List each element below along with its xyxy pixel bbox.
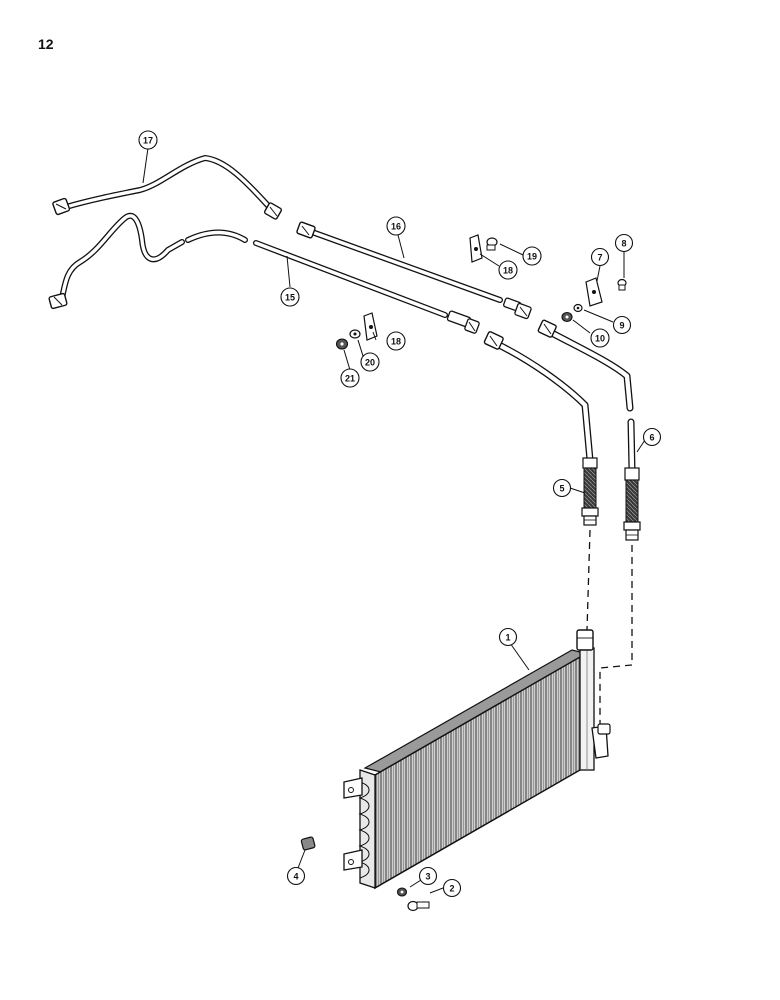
callout-15: 15 bbox=[280, 287, 300, 307]
callout-16-label: 16 bbox=[391, 222, 401, 232]
washer-3 bbox=[396, 887, 408, 897]
callout-6: 6 bbox=[642, 427, 662, 447]
hose-5-upper-nut bbox=[483, 331, 504, 350]
tube-15 bbox=[185, 229, 448, 318]
washer-20 bbox=[349, 329, 361, 339]
callout-18-upper: 18 bbox=[498, 260, 518, 280]
tube-16 bbox=[309, 229, 503, 303]
callout-15-label: 15 bbox=[285, 293, 295, 303]
callout-21: 21 bbox=[340, 368, 360, 388]
tube-17 bbox=[59, 155, 275, 301]
callout-7-label: 7 bbox=[597, 253, 602, 263]
connection-dashes bbox=[586, 529, 633, 730]
callout-8-label: 8 bbox=[621, 239, 626, 249]
clip-18-lower bbox=[363, 312, 378, 341]
clip-7 bbox=[585, 277, 603, 307]
nut-21 bbox=[335, 338, 349, 350]
hose-6 bbox=[623, 467, 641, 541]
callout-19-label: 19 bbox=[527, 252, 537, 262]
hose-6-upper-nut bbox=[537, 319, 557, 338]
callout-1-label: 1 bbox=[505, 633, 510, 643]
bolt-2 bbox=[407, 900, 430, 912]
callout-17-label: 17 bbox=[143, 136, 153, 146]
callout-4-label: 4 bbox=[293, 872, 298, 882]
callout-2: 2 bbox=[442, 878, 462, 898]
callout-2-label: 2 bbox=[449, 884, 454, 894]
callout-3-label: 3 bbox=[425, 872, 430, 882]
callout-18-upper-label: 18 bbox=[503, 266, 513, 276]
washer-9 bbox=[573, 303, 583, 313]
callout-10-label: 10 bbox=[595, 334, 605, 344]
page-number: 12 bbox=[38, 36, 54, 52]
callout-19: 19 bbox=[522, 246, 542, 266]
clip-18-upper bbox=[469, 234, 483, 263]
callout-18-lower: 18 bbox=[386, 331, 406, 351]
callout-5-label: 5 bbox=[559, 484, 564, 494]
callout-8: 8 bbox=[614, 233, 634, 253]
callout-20-label: 20 bbox=[365, 358, 375, 368]
callout-7: 7 bbox=[590, 247, 610, 267]
tube-to-hose-6 bbox=[546, 328, 636, 474]
tube-15-fitting bbox=[446, 310, 480, 334]
oil-cooler bbox=[343, 629, 611, 890]
nut-4 bbox=[300, 836, 316, 851]
nut-10 bbox=[561, 311, 573, 323]
hose-5 bbox=[581, 457, 599, 526]
leader-lines bbox=[142, 147, 646, 894]
callout-20: 20 bbox=[360, 352, 380, 372]
callout-4: 4 bbox=[286, 866, 306, 886]
callout-5: 5 bbox=[552, 478, 572, 498]
tube-17-nut-right bbox=[263, 202, 283, 220]
callout-10: 10 bbox=[590, 328, 610, 348]
callout-17: 17 bbox=[138, 130, 158, 150]
callout-1: 1 bbox=[498, 627, 518, 647]
callout-21-label: 21 bbox=[345, 374, 355, 384]
callout-6-label: 6 bbox=[649, 433, 654, 443]
tube-17-nut-top bbox=[52, 197, 71, 216]
callout-9: 9 bbox=[612, 315, 632, 335]
tube-16-nut bbox=[296, 221, 316, 239]
callout-18-lower-label: 18 bbox=[391, 337, 401, 347]
tube-17-nut-bottom bbox=[48, 292, 68, 310]
callout-9-label: 9 bbox=[619, 321, 624, 331]
callout-3: 3 bbox=[418, 866, 438, 886]
callout-16: 16 bbox=[386, 216, 406, 236]
screw-19 bbox=[486, 237, 498, 251]
tube-to-hose-5 bbox=[491, 339, 594, 464]
bolt-8 bbox=[617, 278, 627, 291]
tube-16-fitting bbox=[503, 297, 532, 320]
